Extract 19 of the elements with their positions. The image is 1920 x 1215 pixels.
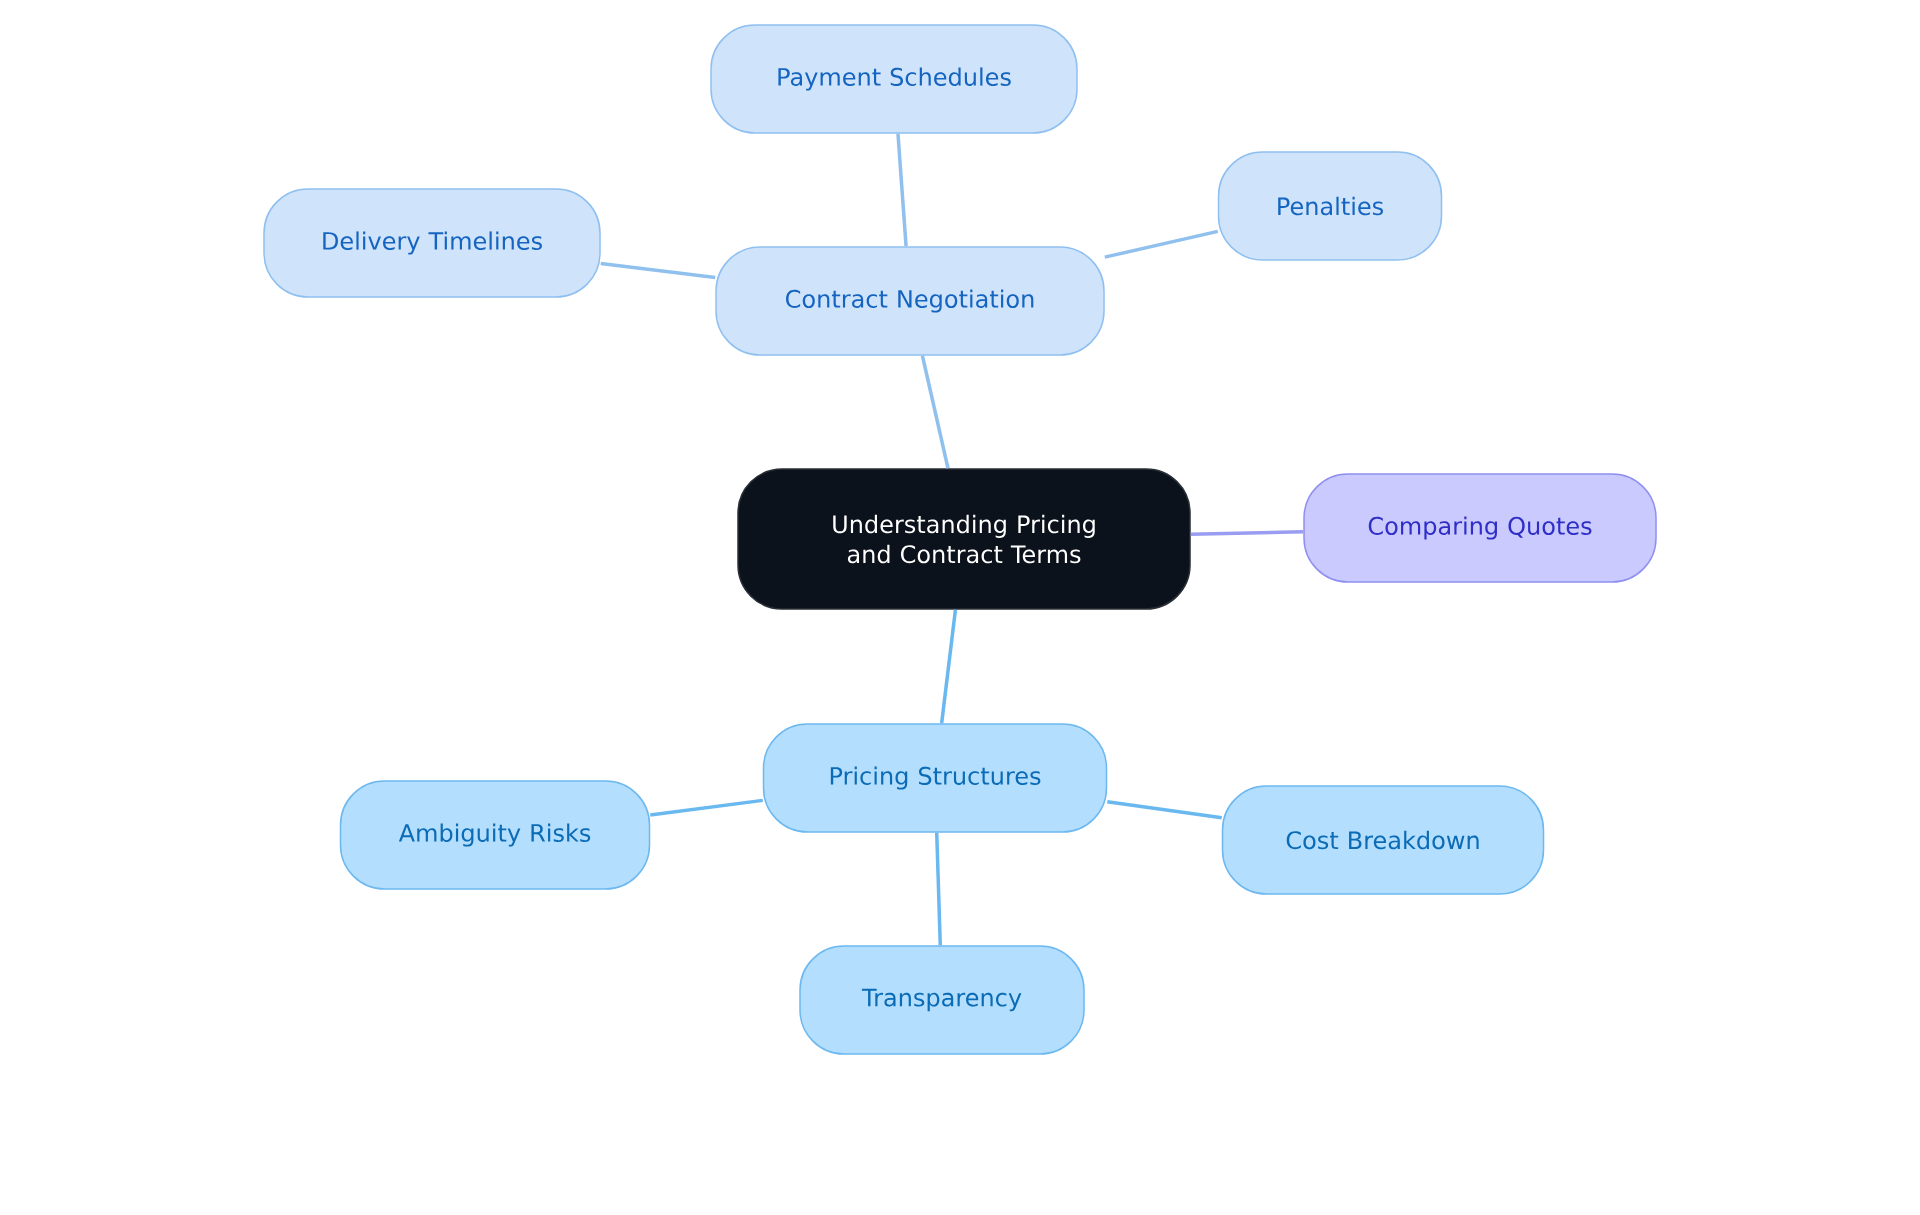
- connector-line: [650, 798, 763, 817]
- connector-line: [1107, 800, 1222, 820]
- connector-line: [939, 609, 958, 724]
- topic-box: Cost Breakdown: [1221, 785, 1545, 895]
- topic-box: Ambiguity Risks: [339, 780, 651, 890]
- connector-line: [1190, 530, 1304, 536]
- topic-box: Payment Schedules: [710, 24, 1078, 134]
- topic-box: Pricing Structures: [762, 723, 1108, 833]
- connector-line: [935, 832, 943, 946]
- central-topic-box: Understanding Pricing and Contract Terms: [737, 468, 1191, 610]
- topic-box: Penalties: [1217, 151, 1443, 261]
- topic-box: Transparency: [799, 945, 1085, 1055]
- topic-box: Comparing Quotes: [1303, 473, 1657, 583]
- connector-line: [600, 261, 716, 280]
- connector-line: [896, 133, 908, 247]
- topic-box: Contract Negotiation: [715, 246, 1105, 356]
- connector-line: [1104, 229, 1219, 259]
- connector-line: [920, 355, 950, 469]
- topic-box: Delivery Timelines: [263, 188, 601, 298]
